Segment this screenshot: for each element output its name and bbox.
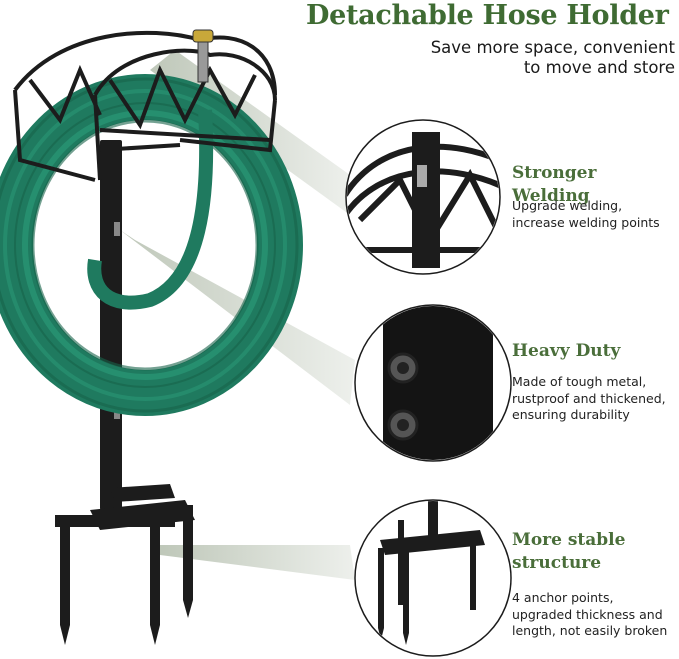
feature-desc-stable: 4 anchor points, upgraded thickness and … [512,590,678,640]
feature-title-line: More stable [512,530,626,550]
feature-desc-line: 4 anchor points, [512,590,614,605]
subtitle-line: Save more space, convenient [430,38,675,57]
feature-desc-line: upgraded thickness and [512,606,663,622]
zoom-circle-stable [354,499,512,657]
beam-stable [160,545,355,580]
hose-coil [0,74,303,416]
feature-title-welding: Stronger Welding [512,163,597,206]
feature-desc-line: increase welding points [512,214,660,230]
feature-desc-line: ensuring durability [512,407,630,422]
feature-desc-line: Made of tough metal, [512,374,647,389]
stand-base [55,484,195,645]
zoom-circle-welding [345,119,501,275]
feature-desc-line: length, not easily broken [512,623,668,638]
subtitle-line: to move and store [523,58,675,77]
zoom-circle-heavy-duty [354,304,512,462]
page-title: Detachable Hose Holder [306,0,669,31]
feature-desc-line: Upgrade welding, [512,198,623,213]
stand-pole [100,140,122,510]
feature-desc-heavy-duty: Made of tough metal, rustproof and thick… [512,374,678,424]
subtitle: Save more space, convenient to move and … [375,38,675,78]
feature-title-stable: More stable structure [512,529,678,575]
feature-title-line: structure [512,553,602,573]
spigot [192,29,214,83]
feature-title-heavy-duty: Heavy Duty [512,341,621,361]
feature-desc-line: rustproof and thickened, [512,390,666,406]
feature-desc-welding: Upgrade welding, increase welding points [512,198,678,231]
